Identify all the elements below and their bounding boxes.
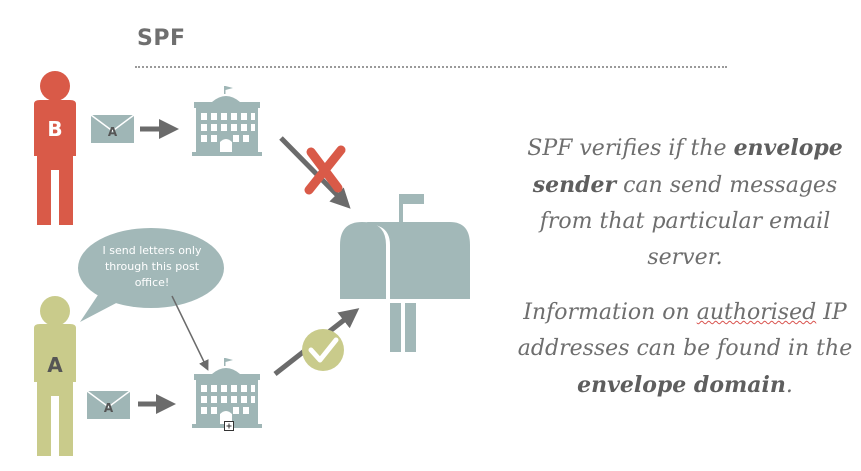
paragraph1-text-1: SPF verifies if the	[527, 136, 734, 161]
paragraph2-text-2: IP addresses can be found in the	[517, 300, 853, 361]
check-icon	[302, 329, 344, 371]
mail-server-a-icon	[192, 358, 262, 428]
paragraph2-bold: envelope domain	[577, 372, 786, 398]
spf-explanation: SPF verifies if the envelope sender can …	[510, 130, 860, 276]
paragraph2-underlined: authorised	[696, 300, 817, 325]
title-divider	[135, 66, 727, 68]
page-title: SPF	[137, 26, 186, 51]
cross-icon	[304, 145, 346, 195]
person-b-icon: B	[34, 71, 76, 225]
envelope-a-label: A	[104, 401, 114, 415]
speech-bubble	[78, 228, 224, 322]
speech-bubble-text: I send letters only through this post of…	[102, 244, 202, 289]
bubble-pointer-arrow	[171, 295, 209, 371]
envelope-a-icon: A	[86, 390, 131, 419]
person-b-label: B	[47, 117, 62, 141]
paragraph2-text-1: Information on	[523, 300, 697, 325]
mailbox-icon	[340, 194, 470, 352]
expand-icon[interactable]	[224, 421, 234, 431]
paragraph1-bold: envelope sender	[532, 135, 843, 198]
ip-info-explanation: Information on authorised IP addresses c…	[510, 295, 860, 404]
paragraph1-text-2: can send messages from that particular e…	[539, 173, 838, 270]
envelope-b-icon: A	[90, 114, 135, 143]
person-a-icon: A	[34, 296, 76, 456]
person-a-label: A	[47, 353, 63, 377]
arrow-server-b-to-mailbox	[279, 136, 351, 209]
envelope-b-label: A	[108, 125, 118, 139]
mail-server-b-icon	[192, 86, 262, 156]
paragraph2-text-3: .	[785, 373, 793, 398]
